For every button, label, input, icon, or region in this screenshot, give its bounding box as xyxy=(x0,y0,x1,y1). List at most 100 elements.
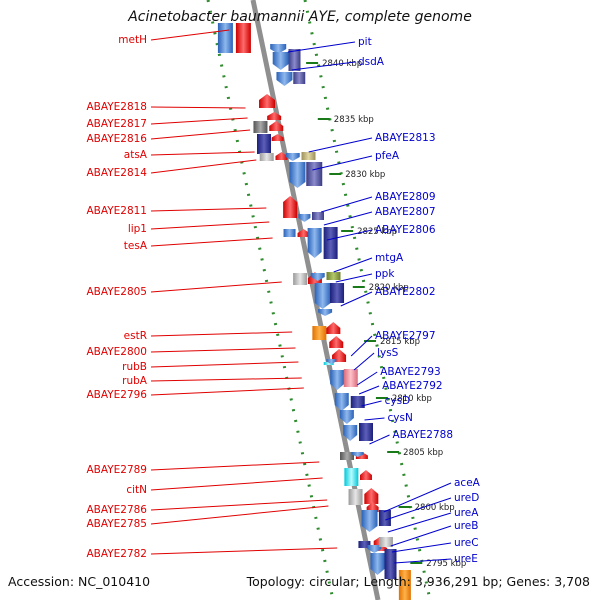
reverse-gene-label[interactable]: ABAYE2816 xyxy=(86,133,147,145)
forward-gene-label[interactable]: ABAYE2802 xyxy=(375,286,436,298)
gene-block[interactable] xyxy=(378,510,391,526)
forward-gene-label[interactable]: dsdA xyxy=(358,56,385,68)
gene-block[interactable] xyxy=(293,72,306,84)
gene-block[interactable] xyxy=(257,134,271,154)
forward-gene-label[interactable]: pit xyxy=(358,36,372,48)
reverse-gene-label[interactable]: ABAYE2811 xyxy=(86,205,147,217)
gene-block[interactable] xyxy=(312,212,324,220)
reverse-gene-label[interactable]: ABAYE2786 xyxy=(86,504,147,516)
forward-gene-label[interactable]: aceA xyxy=(454,477,481,489)
gene-block[interactable] xyxy=(344,468,359,486)
gene-arrow-reverse[interactable] xyxy=(364,488,379,504)
gene-arrow-forward[interactable] xyxy=(330,370,345,390)
forward-gene-label[interactable]: ureC xyxy=(454,537,479,549)
reverse-gene-label[interactable]: ABAYE2814 xyxy=(86,167,147,179)
forward-gene-label[interactable]: cysD xyxy=(385,395,411,407)
forward-gene-label[interactable]: ABAYE2792 xyxy=(382,380,443,392)
forward-gene-label[interactable]: ABAYE2807 xyxy=(375,206,436,218)
gene-block[interactable] xyxy=(306,162,323,186)
gene-arrow-reverse[interactable] xyxy=(267,112,282,120)
forward-gene-label[interactable]: pfeA xyxy=(375,150,400,162)
gene-arrow-reverse[interactable] xyxy=(366,502,379,512)
gene-arrow-forward[interactable] xyxy=(289,162,306,188)
reverse-gene-label[interactable]: ABAYE2782 xyxy=(86,548,147,560)
gene-block[interactable] xyxy=(301,152,316,160)
gene-arrow-reverse[interactable] xyxy=(275,152,288,160)
gene-arrow-forward[interactable] xyxy=(361,510,378,532)
gene-block[interactable] xyxy=(358,541,371,548)
gene-arrow-reverse[interactable] xyxy=(329,336,344,348)
forward-gene-label[interactable]: ABAYE2793 xyxy=(380,366,441,378)
reverse-gene-label[interactable]: ABAYE2800 xyxy=(86,346,147,358)
gene-arrow-reverse[interactable] xyxy=(326,322,341,334)
gene-arrow-forward[interactable] xyxy=(307,228,322,258)
gene-arrow-reverse[interactable] xyxy=(283,196,298,218)
gene-arrow-forward[interactable] xyxy=(326,359,337,364)
forward-gene-label[interactable]: ureD xyxy=(454,492,479,504)
gene-block[interactable] xyxy=(384,549,397,579)
forward-gene-label[interactable]: lysS xyxy=(377,347,399,359)
gene-block[interactable] xyxy=(259,153,274,161)
gene-block[interactable] xyxy=(283,229,296,237)
forward-gene-label[interactable]: ureE xyxy=(454,553,478,565)
reverse-gene-label[interactable]: rubB xyxy=(122,361,147,373)
gene-arrow-forward[interactable] xyxy=(339,410,354,424)
gene-block[interactable] xyxy=(398,570,411,600)
gene-arrow-forward[interactable] xyxy=(334,393,349,411)
reverse-gene-label[interactable]: ABAYE2796 xyxy=(86,389,147,401)
gene-block[interactable] xyxy=(343,369,358,387)
reverse-gene-label[interactable]: ABAYE2818 xyxy=(86,101,147,113)
gene-block[interactable] xyxy=(350,396,365,408)
gene-arrow-forward[interactable] xyxy=(272,52,289,70)
reverse-gene-label[interactable]: atsA xyxy=(124,149,148,161)
gene-arrow-forward[interactable] xyxy=(367,545,382,553)
gene-block[interactable] xyxy=(288,49,301,71)
gene-block[interactable] xyxy=(217,23,233,53)
reverse-gene-label[interactable]: lip1 xyxy=(128,223,147,235)
reverse-gene-label[interactable]: ABAYE2785 xyxy=(86,518,147,530)
gene-arrow-reverse[interactable] xyxy=(259,94,276,108)
forward-gene-label[interactable]: ABAYE2813 xyxy=(375,132,436,144)
forward-gene-label[interactable]: ABAYE2806 xyxy=(375,224,436,236)
forward-gene-label[interactable]: ABAYE2788 xyxy=(393,429,454,441)
gene-arrow-forward[interactable] xyxy=(351,452,364,457)
gene-block[interactable] xyxy=(348,489,363,505)
forward-gene-label[interactable]: ABAYE2797 xyxy=(375,330,436,342)
gene-arrow-forward[interactable] xyxy=(370,553,385,575)
gene-block[interactable] xyxy=(312,326,327,340)
gene-arrow-reverse[interactable] xyxy=(271,134,284,141)
gene-arrow-forward[interactable] xyxy=(314,283,331,309)
gene-block[interactable] xyxy=(340,452,354,460)
gene-arrow-reverse[interactable] xyxy=(332,349,347,362)
reverse-gene-label[interactable]: estR xyxy=(124,330,147,342)
gene-arrow-forward[interactable] xyxy=(270,44,287,54)
forward-gene-label[interactable]: ureA xyxy=(454,507,479,519)
reverse-gene-label[interactable]: citN xyxy=(126,484,147,496)
gene-arrow-forward[interactable] xyxy=(343,425,358,441)
gene-arrow-forward[interactable] xyxy=(310,273,325,281)
forward-gene-label[interactable]: ppk xyxy=(375,268,395,280)
gene-arrow-forward[interactable] xyxy=(285,153,300,161)
forward-gene-label[interactable]: ABAYE2809 xyxy=(375,191,436,203)
forward-gene-label[interactable]: cysN xyxy=(388,412,413,424)
gene-arrow-reverse[interactable] xyxy=(359,470,372,480)
gene-arrow-reverse[interactable] xyxy=(297,229,310,237)
gene-block[interactable] xyxy=(323,362,334,365)
reverse-gene-label[interactable]: ABAYE2817 xyxy=(86,118,147,130)
gene-block[interactable] xyxy=(253,121,268,133)
gene-block[interactable] xyxy=(359,423,373,441)
gene-block[interactable] xyxy=(235,23,251,53)
gene-block[interactable] xyxy=(293,273,308,285)
gene-arrow-forward[interactable] xyxy=(276,72,293,86)
gene-block[interactable] xyxy=(378,537,393,547)
reverse-gene-label[interactable]: ABAYE2789 xyxy=(86,464,147,476)
reverse-gene-label[interactable]: ABAYE2805 xyxy=(86,286,147,298)
reverse-gene-label[interactable]: tesA xyxy=(124,240,148,252)
reverse-gene-label[interactable]: rubA xyxy=(122,375,148,387)
gene-block[interactable] xyxy=(323,227,338,259)
gene-arrow-forward[interactable] xyxy=(298,214,311,222)
reverse-gene-label[interactable]: metH xyxy=(118,34,147,46)
gene-arrow-forward[interactable] xyxy=(318,309,333,316)
forward-gene-label[interactable]: ureB xyxy=(454,520,478,532)
forward-gene-label[interactable]: mtgA xyxy=(375,252,404,264)
